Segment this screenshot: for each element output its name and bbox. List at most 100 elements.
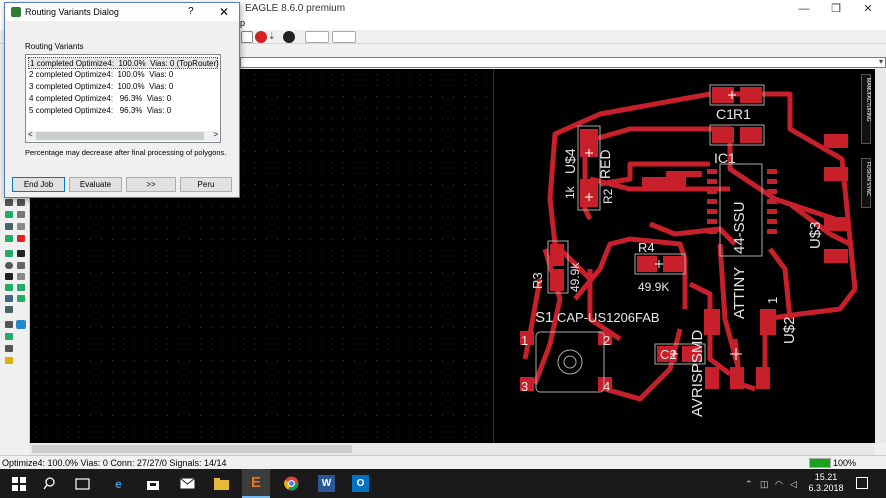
scroll-left-arrow-icon[interactable]: < bbox=[28, 130, 33, 139]
errors-tool-icon[interactable] bbox=[5, 357, 13, 364]
notification-center-icon[interactable] bbox=[856, 477, 868, 489]
arc-tool-icon[interactable] bbox=[17, 262, 25, 269]
pad bbox=[705, 367, 719, 389]
chevron-down-icon[interactable]: ▾ bbox=[878, 57, 883, 66]
wire-tool-icon[interactable] bbox=[5, 250, 13, 257]
task-view-icon[interactable] bbox=[74, 475, 91, 492]
fusion-icon[interactable] bbox=[305, 31, 329, 43]
signal-tool-icon[interactable] bbox=[17, 284, 25, 291]
menu-help-partial[interactable]: p bbox=[240, 18, 246, 28]
dialog-help-button[interactable]: ? bbox=[188, 6, 194, 17]
list-item[interactable]: 4 completed Optimize4: 96.3% Vias: 0 bbox=[29, 94, 172, 103]
group-tool-icon[interactable] bbox=[5, 223, 13, 230]
mail-icon[interactable] bbox=[179, 475, 196, 492]
help-icon[interactable] bbox=[283, 31, 295, 43]
pad bbox=[598, 331, 612, 345]
pads bbox=[520, 87, 848, 391]
side-tab-manufacturing[interactable]: MANUFACTURING bbox=[861, 74, 871, 144]
pad bbox=[707, 229, 717, 234]
trace bbox=[582, 149, 593, 221]
progress-bar bbox=[809, 458, 831, 468]
wifi-icon[interactable]: ◠ bbox=[775, 479, 783, 489]
scrollbar-thumb[interactable] bbox=[36, 132, 204, 140]
rect-tool-icon[interactable] bbox=[5, 273, 13, 280]
pad bbox=[704, 309, 720, 335]
split-tool-icon[interactable] bbox=[5, 235, 13, 242]
pad bbox=[740, 87, 762, 103]
peru-button[interactable]: Peru bbox=[180, 177, 232, 192]
board-canvas[interactable]: C1 R1 IC1 RED U$4 1k R2 U$3 44-SSU ATTIN… bbox=[30, 69, 875, 443]
attribute-tool-icon[interactable] bbox=[17, 295, 25, 302]
minimize-button[interactable]: — bbox=[798, 3, 810, 15]
close-button[interactable]: ✕ bbox=[863, 3, 873, 15]
command-line-input[interactable]: ▾ bbox=[240, 57, 886, 68]
people-icon[interactable]: ⌃ bbox=[745, 479, 753, 489]
word-icon[interactable]: W bbox=[318, 475, 335, 492]
autorouter-tool-icon[interactable] bbox=[16, 320, 26, 329]
horizontal-scrollbar[interactable] bbox=[30, 443, 875, 455]
eagle-taskbar-icon[interactable]: E bbox=[242, 469, 270, 498]
store-icon[interactable] bbox=[144, 475, 161, 492]
delete-tool-icon[interactable] bbox=[17, 235, 25, 242]
windows-start-icon[interactable] bbox=[10, 475, 27, 492]
list-item[interactable]: 5 completed Optimize4: 96.3% Vias: 0 bbox=[29, 106, 172, 115]
ratsnest-tool-icon[interactable] bbox=[241, 31, 253, 43]
ripup-tool-icon[interactable] bbox=[5, 345, 13, 352]
circle-tool-icon[interactable] bbox=[5, 262, 13, 269]
end-job-button[interactable]: End Job bbox=[12, 177, 65, 192]
volume-icon[interactable]: ◁ bbox=[790, 479, 797, 489]
fusion-sync-icon[interactable] bbox=[332, 31, 356, 43]
pad bbox=[767, 169, 777, 174]
c2-outline bbox=[654, 343, 706, 365]
scrollbar-thumb[interactable] bbox=[32, 445, 352, 453]
list-horizontal-scrollbar[interactable]: < > bbox=[27, 130, 219, 141]
side-tab-fusion-sync[interactable]: FUSION SYNC bbox=[861, 158, 871, 208]
download-icon[interactable]: ⇣ bbox=[268, 31, 276, 41]
hole-tool-icon[interactable] bbox=[5, 295, 13, 302]
taskbar-clock[interactable]: 15.21 6.3.2018 bbox=[803, 472, 849, 494]
pad bbox=[767, 209, 777, 214]
drc-tool-icon[interactable] bbox=[5, 333, 13, 340]
next-variant-button[interactable]: >> bbox=[126, 177, 176, 192]
list-item[interactable]: 3 completed Optimize4: 100.0% Vias: 0 bbox=[29, 82, 174, 91]
origin-cross bbox=[730, 348, 742, 360]
mirror-tool-icon[interactable] bbox=[5, 211, 13, 218]
vertical-scrollbar[interactable] bbox=[875, 69, 886, 443]
copy-tool-icon[interactable] bbox=[17, 199, 25, 206]
network-icon[interactable]: ◫ bbox=[760, 479, 769, 489]
list-item[interactable]: 2 completed Optimize4: 100.0% Vias: 0 bbox=[29, 70, 174, 79]
search-icon[interactable] bbox=[41, 475, 58, 492]
polygon-tool-icon[interactable] bbox=[17, 273, 25, 280]
edge-icon[interactable]: e bbox=[115, 476, 122, 491]
variants-list[interactable]: 1 completed Optimize4: 100.0% Vias: 0 (T… bbox=[25, 54, 221, 143]
r4-outline bbox=[634, 253, 686, 275]
progress-label: 100% bbox=[833, 458, 857, 468]
text-tool-icon[interactable] bbox=[17, 250, 25, 257]
status-text: Optimize4: 100.0% Vias: 0 Conn: 27/27/0 … bbox=[2, 458, 227, 468]
pad bbox=[682, 346, 702, 362]
scroll-right-arrow-icon[interactable]: > bbox=[213, 130, 218, 139]
origin-cross bbox=[585, 193, 593, 201]
trace bbox=[599, 161, 710, 187]
origin-crosses bbox=[585, 91, 742, 360]
pad bbox=[663, 256, 683, 272]
trace bbox=[649, 221, 737, 246]
switch-outline bbox=[535, 331, 605, 393]
stop-icon[interactable] bbox=[255, 31, 267, 43]
move-tool-icon[interactable] bbox=[5, 199, 13, 206]
r3-outline bbox=[547, 240, 569, 294]
label-p3: 3 bbox=[521, 379, 528, 394]
maximize-button[interactable]: ❐ bbox=[831, 3, 841, 15]
evaluate-button[interactable]: Evaluate bbox=[69, 177, 122, 192]
list-item[interactable]: 1 completed Optimize4: 100.0% Vias: 0 (T… bbox=[28, 57, 219, 69]
pad bbox=[707, 169, 717, 174]
change-tool-icon[interactable] bbox=[17, 223, 25, 230]
chrome-icon[interactable] bbox=[283, 475, 300, 492]
dimension-tool-icon[interactable] bbox=[5, 306, 13, 313]
outlook-icon[interactable]: O bbox=[352, 475, 369, 492]
file-explorer-icon[interactable] bbox=[213, 475, 230, 492]
route-tool-icon[interactable] bbox=[5, 321, 13, 328]
rotate-tool-icon[interactable] bbox=[17, 211, 25, 218]
via-tool-icon[interactable] bbox=[5, 284, 13, 291]
dialog-close-button[interactable]: ✕ bbox=[219, 5, 230, 19]
